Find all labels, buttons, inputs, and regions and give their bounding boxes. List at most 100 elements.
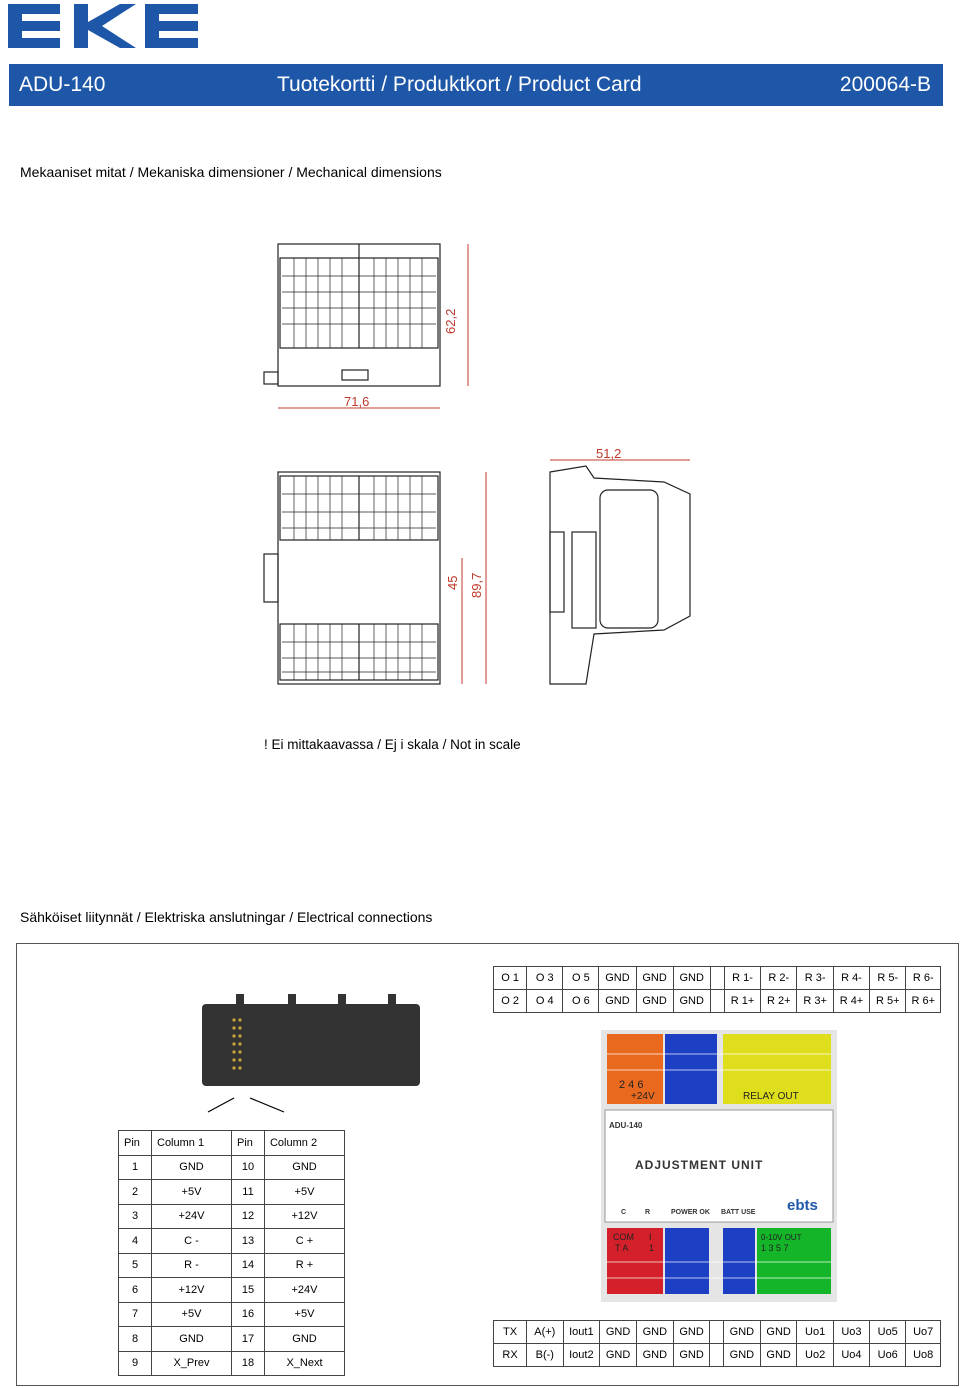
- io-table-cell: Iout1: [562, 1320, 601, 1344]
- module-i-label: I: [649, 1232, 652, 1242]
- pin-table-cell: 4: [118, 1228, 152, 1254]
- pin-table-cell: +12V: [263, 1203, 346, 1229]
- output-table-cell: O 1: [492, 966, 528, 990]
- connections-frame: [16, 943, 959, 1386]
- led-batt-use-label: BATT USE: [721, 1209, 756, 1216]
- dim-51-2: 51,2: [596, 446, 621, 461]
- output-table-cell: R 5+: [869, 989, 907, 1013]
- output-table-cell: GND: [635, 989, 674, 1013]
- output-table-cell: R 1+: [723, 989, 762, 1013]
- io-table-cell: GND: [635, 1343, 674, 1367]
- output-table-cell: R 2+: [760, 989, 798, 1013]
- pin-table-cell: 2: [118, 1179, 152, 1205]
- output-table-cell: [709, 989, 725, 1013]
- pin-table-cell: 3: [118, 1203, 152, 1229]
- pin-table-cell: 5: [118, 1252, 152, 1278]
- pin-table-cell: R +: [263, 1252, 346, 1278]
- pin-table-cell: GND: [151, 1154, 232, 1180]
- pin-table-cell: +24V: [263, 1277, 346, 1303]
- io-table-cell: [709, 1343, 725, 1367]
- io-table-cell: A(+): [526, 1320, 564, 1344]
- output-table-cell: R 5-: [869, 966, 907, 990]
- pin-table-cell: +5V: [151, 1301, 232, 1327]
- module-com-label: COM: [613, 1232, 634, 1242]
- pin-table-cell: X_Prev: [151, 1350, 232, 1376]
- module-out-label: 0-10V OUT: [761, 1233, 802, 1242]
- output-table-cell: GND: [635, 966, 674, 990]
- output-table-cell: [709, 966, 725, 990]
- pin-table-header-cell: Column 1: [151, 1130, 232, 1156]
- document-title: Tuotekortti / Produktkort / Product Card: [277, 73, 642, 96]
- pin-table-cell: +5V: [263, 1301, 346, 1327]
- io-table-cell: GND: [635, 1320, 674, 1344]
- pin-table-cell: 10: [230, 1154, 265, 1180]
- module-out-nums-label: 1 3 5 7: [761, 1243, 789, 1253]
- scale-note: ! Ei mittakaavassa / Ej i skala / Not in…: [264, 737, 521, 752]
- pin-table-cell: 16: [230, 1301, 265, 1327]
- io-table-cell: GND: [672, 1343, 711, 1367]
- io-table-cell: GND: [759, 1343, 798, 1367]
- pin-table-cell: 13: [230, 1228, 265, 1254]
- module-relay-out-label: RELAY OUT: [743, 1091, 799, 1102]
- pin-table-cell: 11: [230, 1179, 265, 1205]
- io-table-cell: Uo8: [905, 1343, 941, 1367]
- io-table-cell: Uo2: [796, 1343, 834, 1367]
- output-table-cell: R 4-: [832, 966, 871, 990]
- io-table-cell: GND: [723, 1320, 761, 1344]
- dim-89-7: 89,7: [469, 573, 484, 598]
- pin-table-cell: 9: [118, 1350, 152, 1376]
- module-name-label: ADJUSTMENT UNIT: [635, 1158, 763, 1172]
- pin-table-cell: GND: [263, 1326, 346, 1352]
- pin-table-cell: 12: [230, 1203, 265, 1229]
- output-table-cell: R 2-: [760, 966, 798, 990]
- ebts-logo: ebts: [787, 1197, 818, 1214]
- output-table-cell: O 5: [562, 966, 600, 990]
- pin-table-cell: 1: [118, 1154, 152, 1180]
- io-table-cell: Uo1: [796, 1320, 834, 1344]
- module-24v-label: +24V: [631, 1091, 655, 1102]
- dim-45: 45: [445, 576, 460, 590]
- pin-table-cell: 8: [118, 1326, 152, 1352]
- io-table-cell: TX: [492, 1320, 528, 1344]
- pin-table-cell: GND: [151, 1326, 232, 1352]
- output-table-cell: R 3-: [796, 966, 834, 990]
- pin-table-header-cell: Column 2: [263, 1130, 346, 1156]
- pin-table-cell: +24V: [151, 1203, 232, 1229]
- output-table-cell: O 4: [526, 989, 564, 1013]
- dim-71-6: 71,6: [344, 394, 369, 409]
- electrical-heading: Sähköiset liitynnät / Elektriska anslutn…: [20, 909, 433, 925]
- pin-table-cell: 6: [118, 1277, 152, 1303]
- pin-table-cell: X_Next: [263, 1350, 346, 1376]
- pin-table-cell: 17: [230, 1326, 265, 1352]
- mechanical-heading: Mekaaniset mitat / Mekaniska dimensioner…: [20, 164, 442, 180]
- led-r-label: R: [645, 1209, 650, 1216]
- pin-table-header-cell: Pin: [230, 1130, 265, 1156]
- output-table-cell: O 6: [562, 989, 600, 1013]
- io-table-cell: B(-): [526, 1343, 564, 1367]
- io-table-cell: GND: [723, 1343, 761, 1367]
- output-table-cell: GND: [598, 989, 637, 1013]
- io-table-cell: GND: [599, 1343, 637, 1367]
- mechanical-drawing: 62,2 71,6 51,2 45 89,7: [263, 243, 691, 685]
- module-model-label: ADU-140: [609, 1121, 643, 1130]
- io-table-cell: GND: [599, 1320, 637, 1344]
- model-label: ADU-140: [19, 73, 106, 96]
- io-table-cell: [709, 1320, 725, 1344]
- io-table-cell: GND: [672, 1320, 711, 1344]
- output-table-cell: O 3: [526, 966, 564, 990]
- led-power-ok-label: POWER OK: [671, 1209, 710, 1216]
